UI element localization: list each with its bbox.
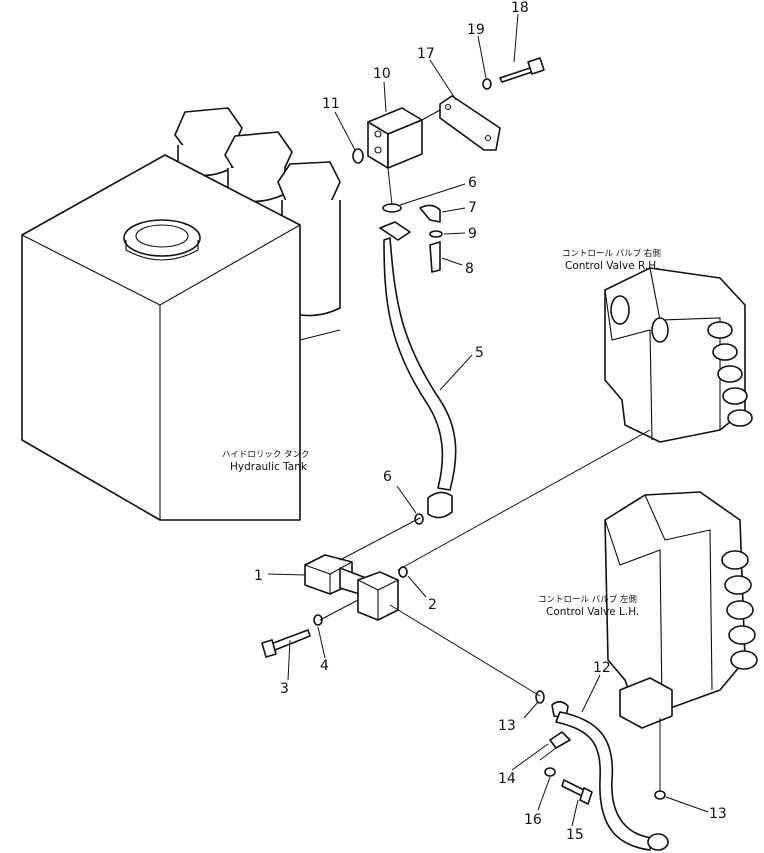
callout-18: 18 bbox=[511, 0, 529, 16]
callout-15: 15 bbox=[566, 827, 584, 843]
callout-10: 10 bbox=[373, 66, 391, 82]
hydraulic-tank: ハイドロリック タンク Hydraulic Tank bbox=[21, 107, 341, 521]
suction-block-assembly bbox=[352, 57, 545, 169]
callout-6-upper: 6 bbox=[468, 175, 477, 191]
lower-hose-assembly bbox=[535, 690, 669, 851]
callout-16: 16 bbox=[524, 812, 542, 828]
callout-4: 4 bbox=[320, 658, 329, 674]
callout-13-right: 13 bbox=[709, 806, 727, 822]
callout-13-left: 13 bbox=[498, 718, 516, 734]
callout-19: 19 bbox=[467, 22, 485, 38]
control-valve-lh: コントロール バルブ 左側 Control Valve L.H. bbox=[538, 491, 758, 729]
callout-1: 1 bbox=[254, 568, 263, 584]
tank-label-en: Hydraulic Tank bbox=[230, 461, 308, 473]
callout-7: 7 bbox=[468, 200, 477, 216]
junction-block-assembly bbox=[261, 554, 408, 658]
callout-2: 2 bbox=[428, 597, 437, 613]
cv-rh-label-en: Control Valve R.H. bbox=[565, 260, 659, 272]
cv-rh-label-jp: コントロール バルブ 右側 bbox=[562, 248, 661, 259]
callout-numbers: 18 19 17 10 11 6 7 9 8 5 6 1 2 3 4 12 13… bbox=[254, 0, 727, 843]
callout-6-lower: 6 bbox=[383, 469, 392, 485]
callout-9: 9 bbox=[468, 226, 477, 242]
callout-11: 11 bbox=[322, 96, 340, 112]
callout-3: 3 bbox=[280, 681, 289, 697]
cv-lh-label-jp: コントロール バルブ 左側 bbox=[538, 594, 637, 605]
callout-17: 17 bbox=[417, 46, 435, 62]
cv-lh-label-en: Control Valve L.H. bbox=[546, 606, 639, 618]
callout-leaders bbox=[267, 13, 709, 827]
callout-5: 5 bbox=[475, 345, 484, 361]
tank-label-jp: ハイドロリック タンク bbox=[222, 450, 310, 460]
callout-12: 12 bbox=[593, 660, 611, 676]
control-valve-rh: コントロール バルブ 右側 Control Valve R.H. bbox=[562, 248, 753, 443]
callout-14: 14 bbox=[498, 771, 516, 787]
callout-8: 8 bbox=[465, 261, 474, 277]
hose-assembly bbox=[379, 203, 457, 525]
reference-lines bbox=[339, 167, 661, 792]
